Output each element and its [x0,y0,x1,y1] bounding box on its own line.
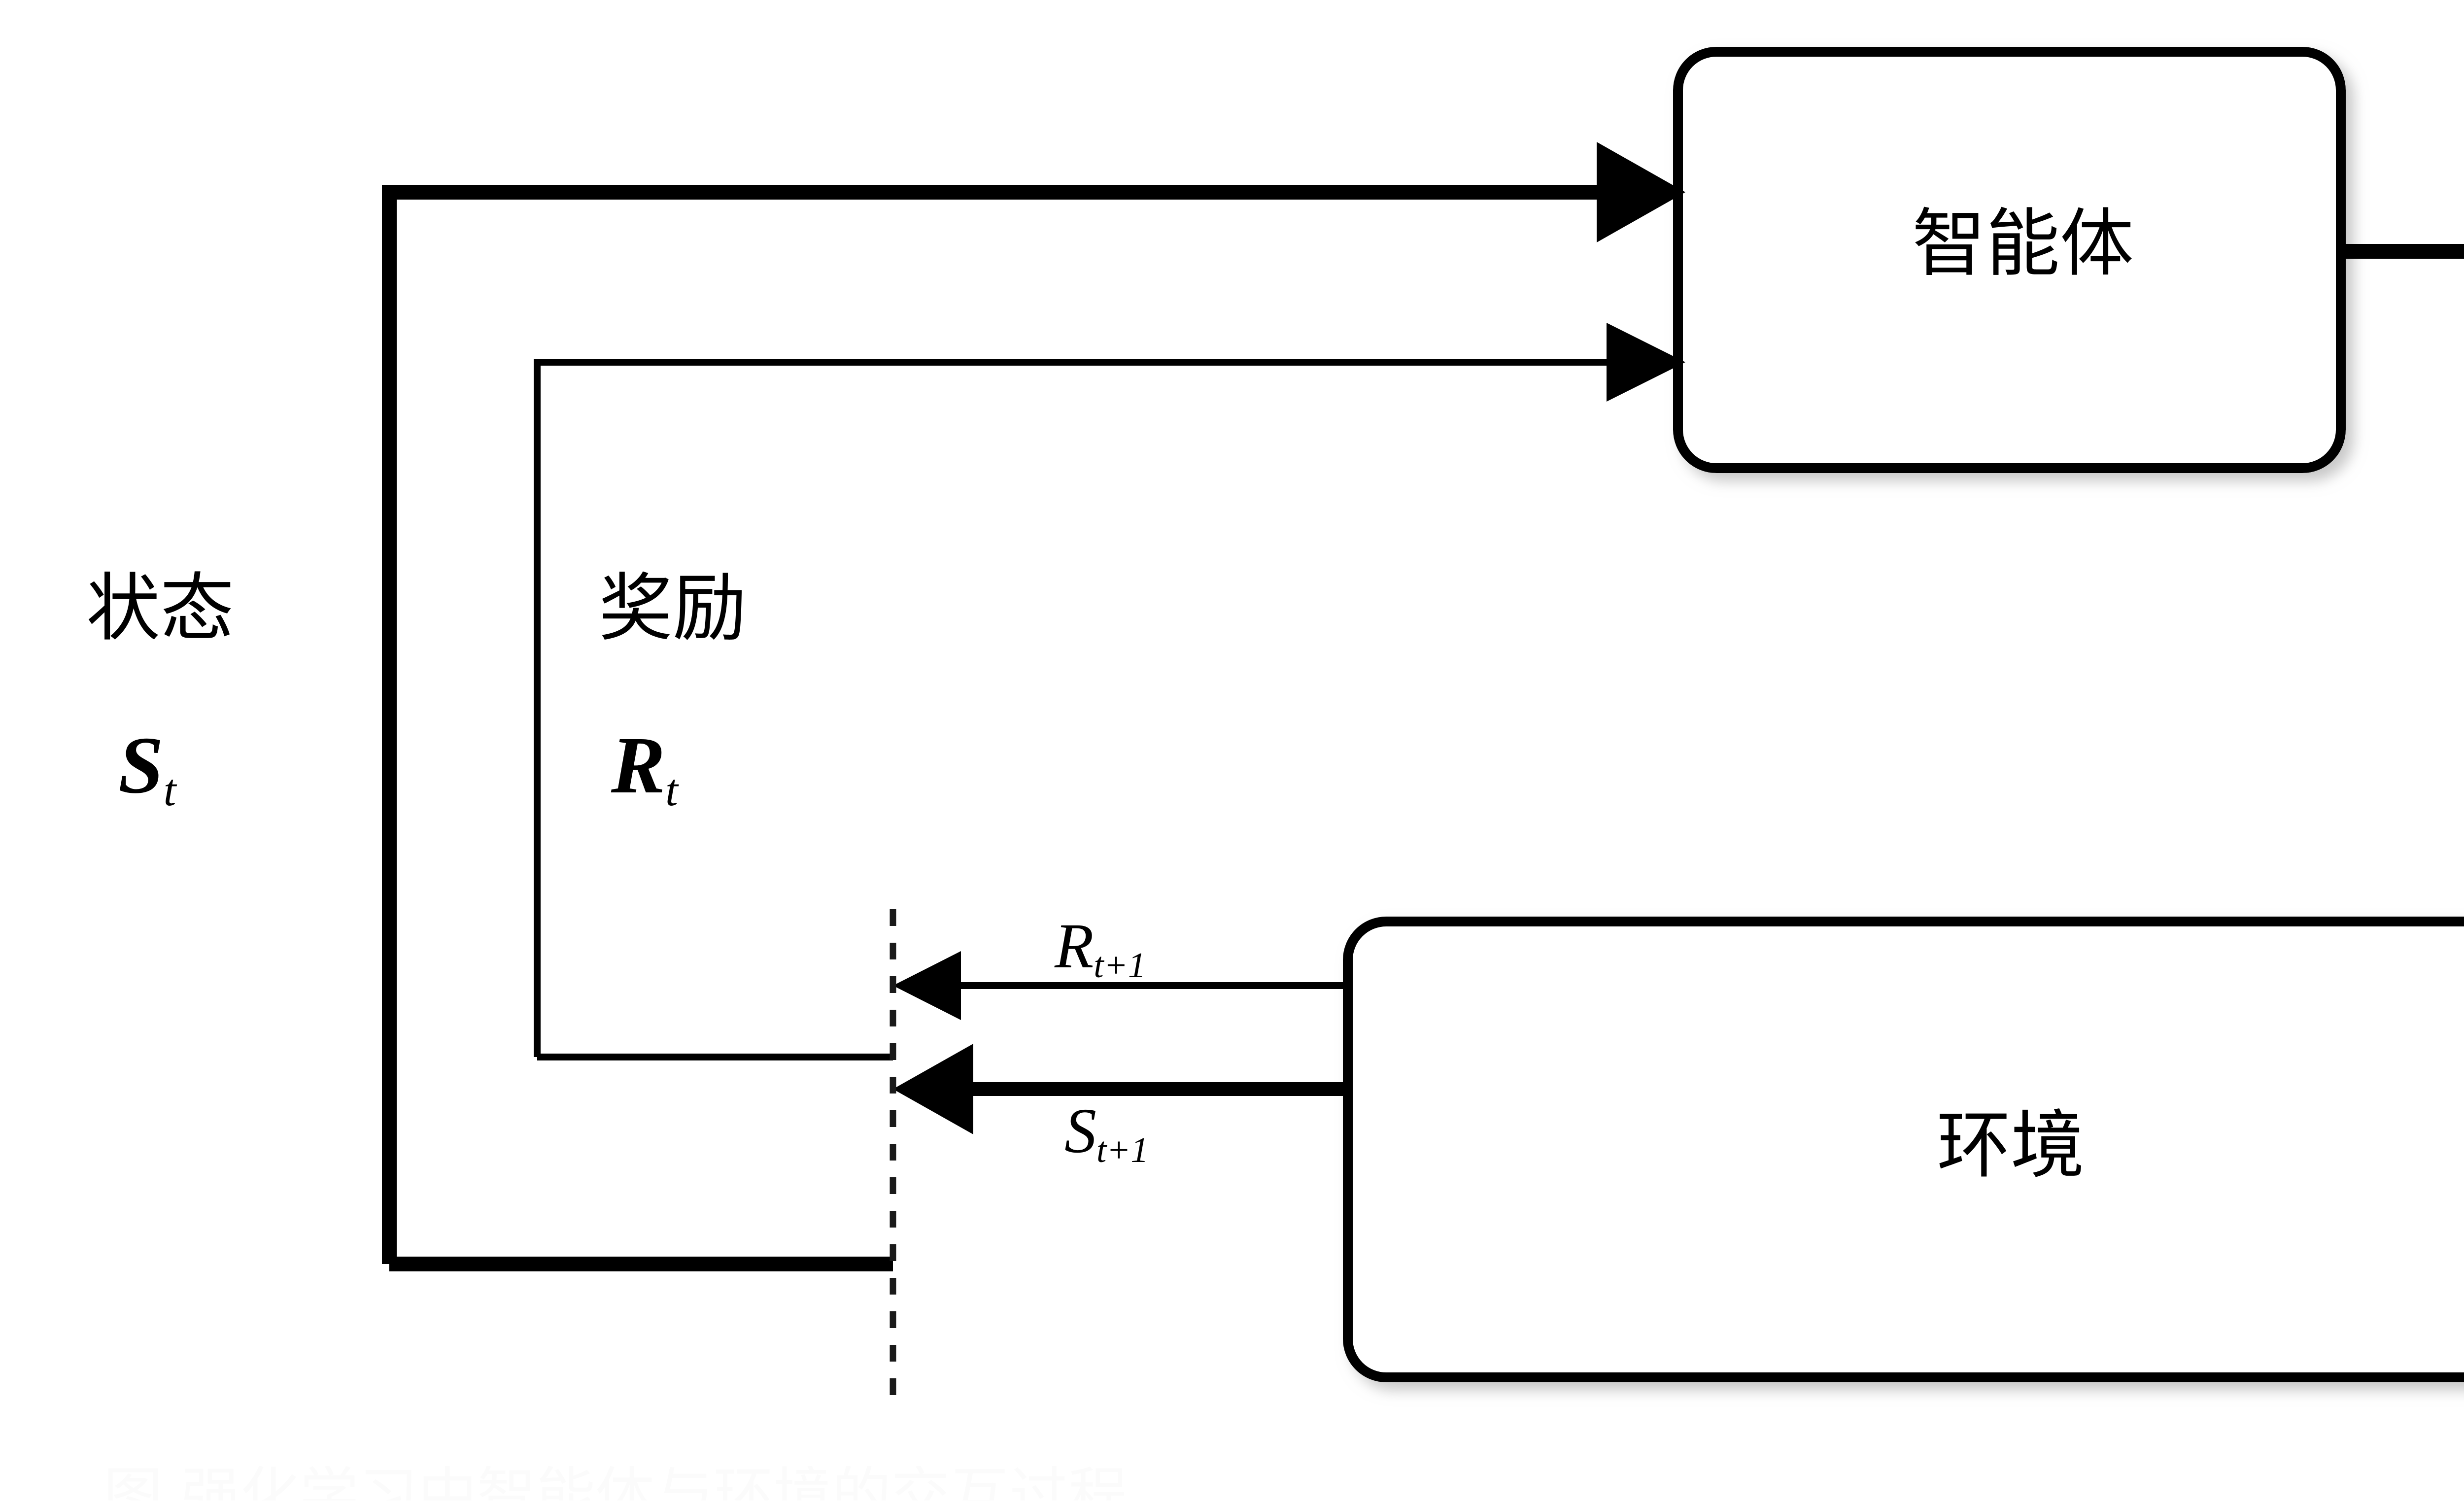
next-reward-base: R [1055,911,1094,982]
next-state-base: S [1064,1095,1096,1166]
state-label: 状态 [86,566,235,651]
next-reward-subscript: t+1 [1094,945,1146,986]
state-symbol-subscript: t [163,764,176,815]
reward-edge-path [534,323,1685,1060]
reward-label: 奖励 [599,566,747,651]
state-symbol-base: S [118,720,164,810]
next-reward-symbol: Rt+1 [1055,914,1146,983]
agent-node-label: 智能体 [1912,201,2134,287]
environment-box[interactable] [1343,917,2464,1382]
next-state-arrow [893,1044,1348,1134]
figure-caption-fragment: 图 强化学习中智能体与环境的交互过程 [103,1466,1128,1501]
next-reward-arrow [893,951,1348,1020]
state-symbol: St [118,724,176,813]
state-edge-path [382,142,1685,1271]
next-state-subscript: t+1 [1096,1130,1149,1170]
agent-box[interactable] [1673,47,2346,473]
reward-symbol-subscript: t [665,764,678,815]
next-state-symbol: St+1 [1064,1099,1149,1168]
reward-symbol: Rt [611,724,678,813]
environment-node-label: 环境 [1937,1103,2085,1189]
reward-symbol-base: R [611,720,666,810]
